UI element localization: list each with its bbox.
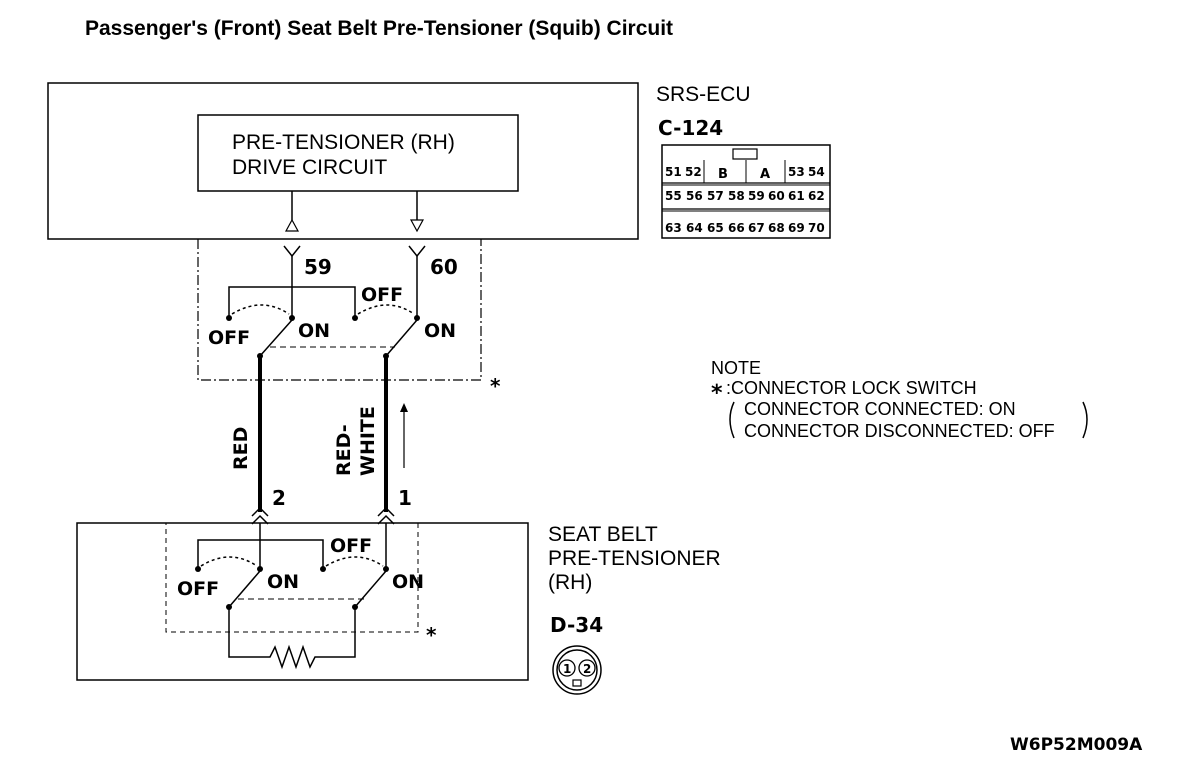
svg-text:57: 57: [707, 189, 724, 203]
svg-text:56: 56: [686, 189, 703, 203]
pretensioner-connector-id: D-34: [550, 613, 603, 637]
svg-text:2: 2: [583, 662, 591, 676]
svg-text:52: 52: [685, 165, 702, 179]
svg-text:60: 60: [768, 189, 785, 203]
svg-text:67: 67: [748, 221, 765, 235]
svg-text:61: 61: [788, 189, 805, 203]
ecu-name: SRS-ECU: [656, 83, 751, 106]
svg-text:68: 68: [768, 221, 785, 235]
svg-text:B: B: [718, 167, 728, 182]
svg-text:65: 65: [707, 221, 724, 235]
diagram-title: Passenger's (Front) Seat Belt Pre-Tensio…: [85, 17, 673, 40]
upper-left-off-label: OFF: [208, 327, 250, 349]
svg-text:70: 70: [808, 221, 825, 235]
svg-text:51: 51: [665, 165, 682, 179]
svg-text:69: 69: [788, 221, 805, 235]
note-line3: CONNECTOR DISCONNECTED: OFF: [744, 421, 1055, 441]
wire-red-label: RED: [230, 427, 252, 470]
pretensioner-box: [76, 522, 529, 681]
lower-left-on-label: ON: [267, 571, 299, 593]
svg-text:58: 58: [728, 189, 745, 203]
lower-asterisk: *: [426, 623, 437, 647]
upper-left-switch-blade: [259, 319, 293, 357]
wire-pin-2-label: 2: [272, 486, 286, 510]
upper-bridge-wire: [228, 286, 356, 318]
srs-ecu-box: [47, 82, 639, 240]
svg-text:54: 54: [808, 165, 825, 179]
upper-right-switch-blade: [385, 319, 418, 357]
pretensioner-name-line2: PRE-TENSIONER: [548, 547, 721, 570]
svg-text:63: 63: [665, 221, 682, 235]
lower-right-switch-blade: [354, 570, 387, 608]
lower-left-off-label: OFF: [177, 578, 219, 600]
upper-right-off-label: OFF: [361, 284, 403, 306]
terminal-up-triangle: [284, 218, 300, 232]
note-asterisk: *: [711, 381, 723, 406]
pretensioner-name-line3: (RH): [548, 571, 592, 594]
svg-text:59: 59: [748, 189, 765, 203]
svg-text:66: 66: [728, 221, 745, 235]
note-line1: :CONNECTOR LOCK SWITCH: [726, 378, 977, 398]
c-124-connector-face: 51 52 B A 53 54 55 56 57 58 59 60 61 62 …: [661, 144, 831, 239]
note-line2: CONNECTOR CONNECTED: ON: [744, 399, 1016, 419]
upper-right-on-label: ON: [424, 320, 456, 342]
ecu-connector-dashdot-box: [197, 239, 482, 381]
lower-bridge-wire: [197, 539, 324, 569]
drive-circuit-label-line1: PRE-TENSIONER (RH): [232, 131, 455, 154]
pin-59-label: 59: [304, 255, 332, 279]
terminal-down-triangle: [409, 219, 425, 233]
squib-resistor: [228, 607, 356, 670]
svg-text:64: 64: [686, 221, 703, 235]
note-heading: NOTE: [711, 358, 761, 378]
svg-text:A: A: [760, 167, 770, 182]
lower-right-off-label: OFF: [330, 535, 372, 557]
upper-asterisk: *: [490, 374, 501, 398]
figure-code: W6P52M009A: [1010, 735, 1143, 755]
pin-60-receptacle: [408, 245, 426, 258]
drive-circuit-label-line2: DRIVE CIRCUIT: [232, 156, 387, 179]
d-34-connector-face: 1 2: [552, 645, 602, 695]
wire-pin-1-label: 1: [398, 486, 412, 510]
svg-text:53: 53: [788, 165, 805, 179]
wire-red-white-label-line1: RED-: [333, 424, 355, 476]
ecu-connector-id: C-124: [658, 116, 723, 140]
pretensioner-dashed-box: [165, 522, 419, 633]
drive-circuit-box: [197, 114, 519, 192]
pin-60-label: 60: [430, 255, 458, 279]
upper-left-on-label: ON: [298, 320, 330, 342]
pin-59-receptacle: [283, 245, 301, 258]
pretensioner-name-line1: SEAT BELT: [548, 523, 658, 546]
lower-left-switch-blade: [228, 570, 261, 608]
lower-right-on-label: ON: [392, 571, 424, 593]
note-left-paren: [729, 401, 735, 439]
svg-text:55: 55: [665, 189, 682, 203]
note-right-paren: [1082, 401, 1088, 439]
wire-red-white-label-line2: WHITE: [357, 406, 379, 476]
svg-text:62: 62: [808, 189, 825, 203]
svg-text:1: 1: [563, 662, 571, 676]
